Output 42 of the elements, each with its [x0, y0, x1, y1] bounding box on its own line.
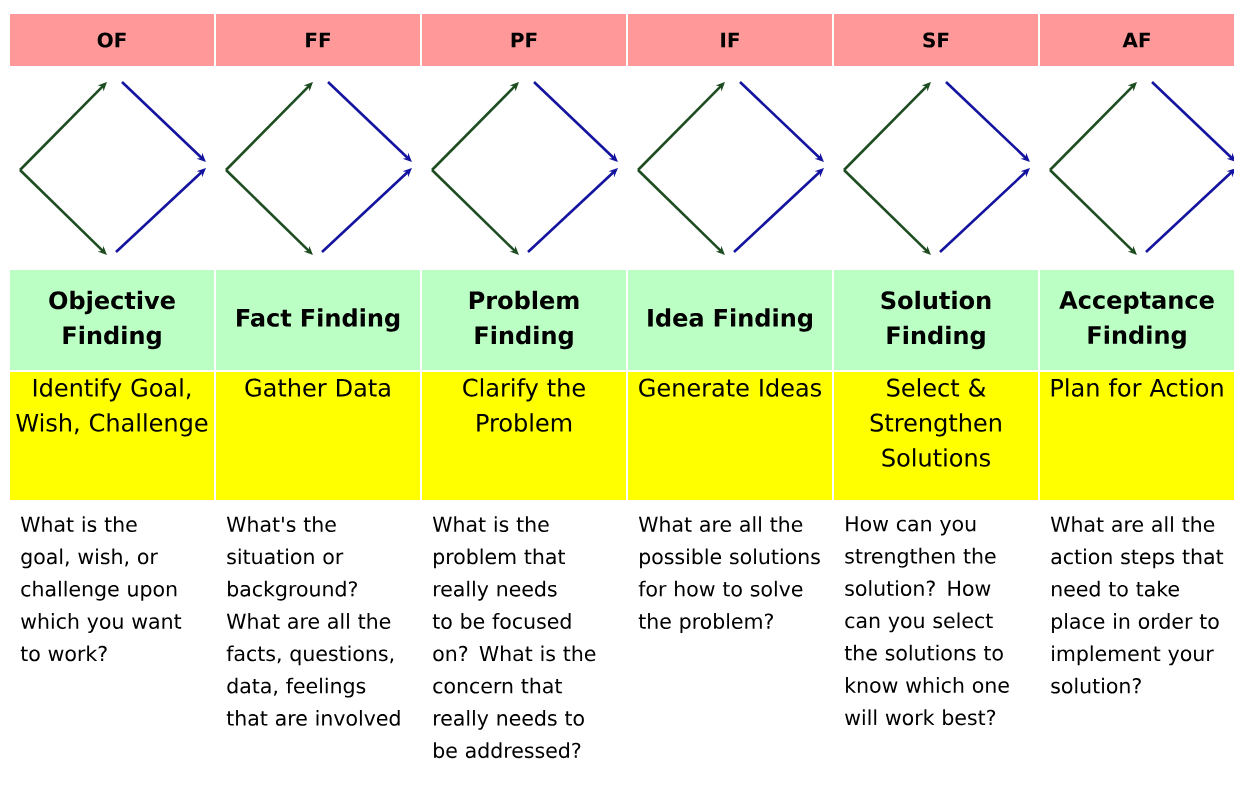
node-label: Clarify the Problem — [463, 378, 585, 432]
node-label: IF — [721, 32, 739, 48]
node-label: Identify Goal, Wish, Challenge — [16, 378, 208, 437]
node-label: Solution Finding — [881, 290, 991, 350]
node-label: PF — [511, 32, 537, 48]
header-cell: FF — [216, 14, 420, 66]
node-label: Gather Data — [245, 378, 390, 397]
node-label: Idea Finding — [648, 308, 812, 332]
question-text: What are all the possible solutions for how to solve the problem? — [638, 516, 820, 633]
question-text: What are all the action steps that need to take place in order to implement your solution? — [1050, 516, 1224, 694]
stage-box: Fact Finding — [216, 270, 420, 370]
action-box: Gather Data — [216, 372, 420, 500]
action-box: Clarify the Problem — [422, 372, 626, 500]
action-box: Identify Goal, Wish, Challenge — [10, 372, 214, 500]
node-label: Select & Strengthen Solutions — [870, 378, 1001, 467]
stage-box: Idea Finding — [628, 270, 832, 370]
stage-box: Problem Finding — [422, 270, 626, 370]
node-label: Acceptance Finding — [1059, 291, 1214, 349]
header-cell: PF — [422, 14, 626, 66]
question-text: How can you strengthen the solution? How can you select the solutions to know which one will work best? — [844, 516, 1009, 726]
stage-box: Solution Finding — [834, 270, 1038, 370]
header-cell: AF — [1040, 14, 1234, 66]
action-box: Plan for Action — [1040, 372, 1234, 500]
question-text: What's the situation or background? What are all the facts, questions, data, feelings that are involved — [226, 516, 400, 726]
action-box: Generate Ideas — [628, 372, 832, 500]
stage-box: Objective Finding — [10, 270, 214, 370]
stage-box: Acceptance Finding — [1040, 270, 1234, 370]
header-cell: IF — [628, 14, 832, 66]
node-label: Plan for Action — [1051, 378, 1223, 397]
header-cell: SF — [834, 14, 1038, 66]
node-label: Problem Finding — [469, 290, 579, 350]
header-cell: OF — [10, 14, 214, 66]
action-box: Select & Strengthen Solutions — [834, 372, 1038, 500]
question-text: What is the goal, wish, or challenge upon which you want to work? — [20, 516, 182, 662]
node-label: OF — [97, 32, 126, 48]
node-label: SF — [923, 32, 949, 48]
node-label: Objective Finding — [49, 290, 175, 350]
node-label: Fact Finding — [237, 308, 400, 332]
question-text: What is the problem that really needs to be focused on? What is the concern that really needs to be addressed? — [432, 516, 596, 759]
node-label: AF — [1122, 32, 1150, 48]
node-label: FF — [306, 32, 330, 48]
node-label: Generate Ideas — [639, 378, 822, 397]
